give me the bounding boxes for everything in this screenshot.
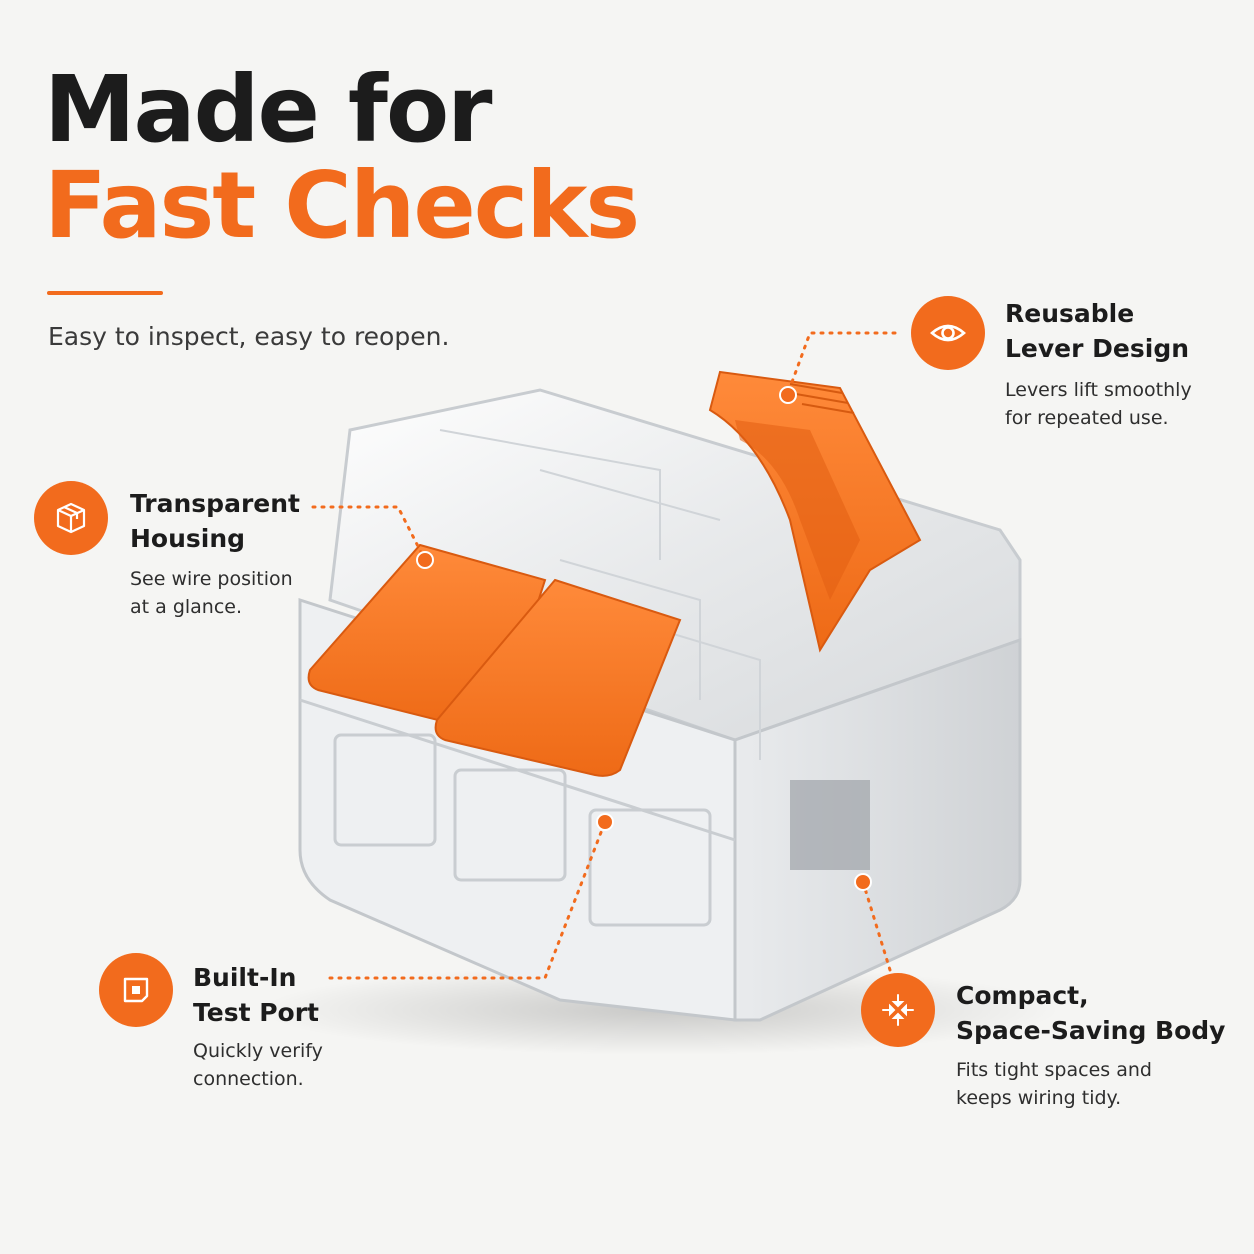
headline-line-1: Made for	[44, 56, 493, 163]
feature-desc-testport-1: Quickly verify	[193, 1040, 323, 1062]
wire-slots	[299, 698, 736, 927]
lever-raised-slot	[735, 420, 860, 600]
feature-desc-compact-2: keeps wiring tidy.	[956, 1087, 1122, 1109]
lever-closed-2	[434, 578, 682, 777]
feature-desc-transparent-1: See wire position	[130, 568, 293, 590]
compress-badge	[861, 973, 935, 1047]
box-badge	[34, 481, 108, 555]
feature-desc-testport-2: connection.	[193, 1068, 304, 1090]
feature-title-testport-1: Built-In	[193, 963, 297, 992]
feature-title-testport-2: Test Port	[193, 998, 320, 1027]
eye-icon	[930, 324, 966, 342]
test-port-badge	[99, 953, 173, 1027]
feature-title-compact-2: Space-Saving Body	[956, 1016, 1226, 1045]
feature-desc-compact-1: Fits tight spaces and	[956, 1059, 1152, 1081]
leader-lines	[311, 331, 897, 980]
feature-title-transparent-1: Transparent	[130, 489, 300, 518]
test-port-icon	[123, 977, 149, 1003]
leader-dots	[416, 386, 872, 891]
subline: Easy to inspect, easy to reopen.	[48, 322, 450, 351]
feature-title-transparent-2: Housing	[130, 524, 246, 553]
feature-desc-reusable-1: Levers lift smoothly	[1005, 379, 1192, 401]
internal-ridges	[439, 429, 761, 760]
box-icon	[56, 502, 86, 534]
feature-title-compact-1: Compact,	[956, 981, 1089, 1010]
headline-line-2: Fast Checks	[44, 152, 640, 259]
accent-rule	[47, 291, 163, 295]
eye-badge	[911, 296, 985, 370]
feature-desc-reusable-2: for repeated use.	[1005, 407, 1169, 429]
feature-desc-transparent-2: at a glance.	[130, 596, 243, 618]
feature-title-reusable-2: Lever Design	[1005, 334, 1190, 363]
feature-title-reusable-1: Reusable	[1005, 299, 1135, 328]
housing-side	[733, 637, 1022, 1022]
lever-grip-lines	[789, 383, 855, 414]
metal-contact	[790, 780, 870, 870]
headline: Made for Fast Checks	[44, 56, 640, 259]
compress-arrows-icon	[882, 994, 914, 1026]
